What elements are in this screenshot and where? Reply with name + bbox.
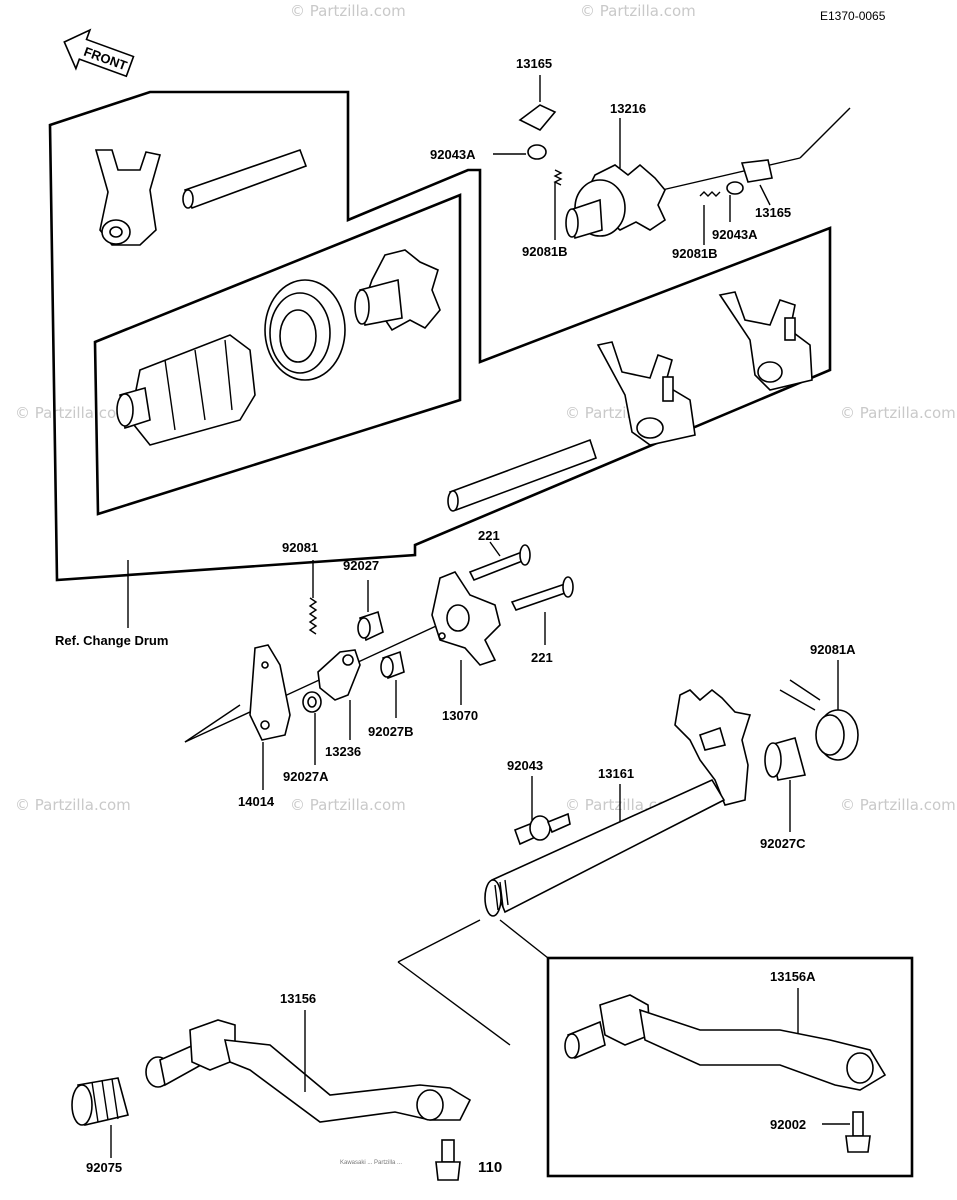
callout-92027b: 92027B [368, 724, 414, 739]
callout-92027c: 92027C [760, 836, 806, 851]
part-13156-shift-pedal [145, 1019, 472, 1123]
part-14014-plate [249, 644, 291, 741]
callout-92075: 92075 [86, 1160, 122, 1175]
part-13070-plate [431, 571, 501, 666]
part-bottom-bolt [435, 1139, 461, 1181]
part-13165-pin-left [518, 104, 557, 131]
drum-bearing [264, 279, 346, 381]
callout-14014: 14014 [238, 794, 275, 809]
callout-92081b: 92081B [522, 244, 568, 259]
callout-92043: 92043 [507, 758, 543, 773]
ref-change-drum: Ref. Change Drum [55, 633, 168, 648]
callout-13156a: 13156A [770, 969, 816, 984]
callout-92043a: 92043A [712, 227, 758, 242]
callout-13161: 13161 [598, 766, 634, 781]
leader-line [661, 157, 801, 191]
leader-line [799, 107, 851, 159]
part-92081b-spring-left [553, 169, 563, 186]
callout-221: 221 [531, 650, 553, 665]
part-92081a-spring [779, 679, 859, 761]
part-92081-spring [308, 597, 318, 635]
part-92027b-collar [380, 650, 405, 680]
inset-box-13156a [546, 956, 914, 1178]
part-92043a-pin-right [726, 181, 744, 195]
callout-92081b: 92081B [672, 246, 718, 261]
callout-13165: 13165 [755, 205, 791, 220]
shift-fork-right-lower [596, 341, 696, 446]
leader-line [184, 704, 241, 743]
leader-line [397, 919, 481, 963]
callout-221: 221 [478, 528, 500, 543]
part-221-bolt-upper [468, 544, 531, 582]
fork-shaft-rod-lower [447, 438, 598, 512]
part-92043-bolt [513, 812, 571, 846]
callout-13165: 13165 [516, 56, 552, 71]
part-92027a-collar [302, 691, 322, 713]
leader-line [397, 961, 511, 1046]
part-13156a-shift-pedal [564, 994, 887, 1091]
page-number: 110 [478, 1159, 502, 1176]
watermark: © Partzilla.com [580, 2, 696, 20]
shift-drum [116, 334, 256, 446]
callout-92027: 92027 [343, 558, 379, 573]
change-drum-outline [48, 90, 832, 582]
part-13165-pin-right [740, 159, 773, 183]
watermark: © Partzilla.com [15, 404, 131, 422]
callout-92043a: 92043A [430, 147, 476, 162]
callout-labels: 13165 13216 92043A 92081B 13165 92043A 9… [86, 56, 856, 1175]
watermark: © Partzilla.com [290, 796, 406, 814]
watermark: © Partzilla.com [290, 2, 406, 20]
watermark: © Partzilla.com [840, 796, 956, 814]
drum-cam [354, 249, 441, 332]
callout-92027a: 92027A [283, 769, 329, 784]
part-92081b-spring-right [699, 191, 721, 197]
callout-leaders [110, 75, 850, 1158]
watermark: © Partzilla.com [15, 796, 131, 814]
part-92043a-pin-left [527, 144, 547, 160]
watermark: © Partzilla.com [840, 404, 956, 422]
diagram-code: E1370-0065 [820, 9, 886, 23]
watermarks: © Partzilla.com © Partzilla.com © Partzi… [15, 2, 956, 814]
callout-13070: 13070 [442, 708, 478, 723]
callout-13216: 13216 [610, 101, 646, 116]
part-92027-collar [357, 610, 384, 642]
callout-13236: 13236 [325, 744, 361, 759]
callout-92081: 92081 [282, 540, 318, 555]
part-92027c-collar [764, 737, 806, 781]
part-92002-bolt [845, 1111, 871, 1153]
fork-shaft-rod [182, 148, 308, 210]
change-drum-inner-box [93, 193, 462, 516]
leader-line [499, 919, 549, 959]
part-13236-lever [317, 649, 361, 701]
part-13161-shift-shaft [484, 688, 752, 917]
callout-13156: 13156 [280, 991, 316, 1006]
front-arrow: FRONT [63, 28, 135, 78]
shift-fork-left [94, 149, 162, 246]
shift-fork-right-upper [718, 291, 813, 391]
part-92075-pedal-rubber [71, 1077, 129, 1126]
part-221-bolt-lower [510, 576, 574, 611]
callout-92081a: 92081A [810, 642, 856, 657]
footer-fine-print: Kawasaki ... Partzilla ... [340, 1160, 402, 1166]
part-13216-gear [565, 163, 667, 240]
callout-92002: 92002 [770, 1117, 806, 1132]
